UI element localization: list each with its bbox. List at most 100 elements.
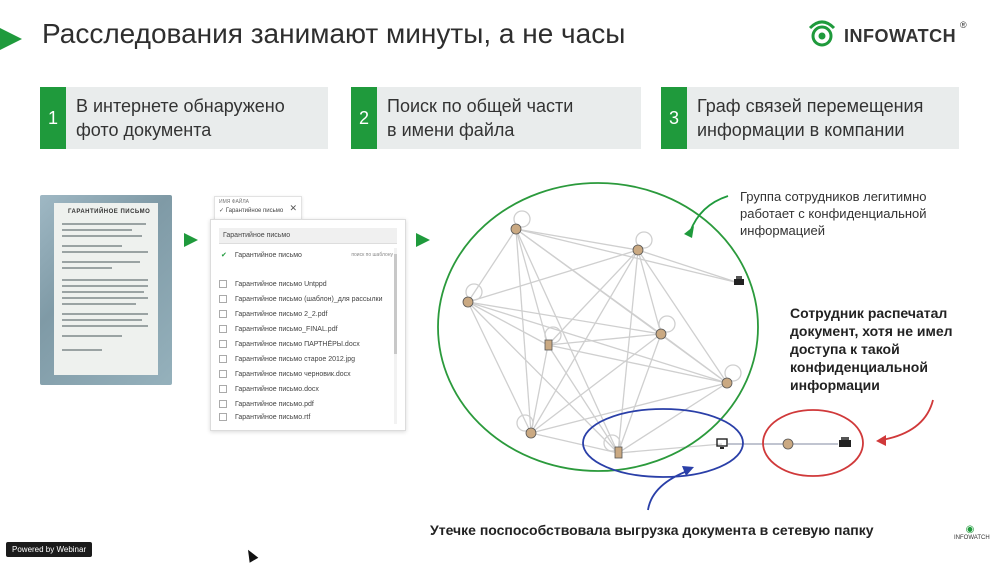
file-name-filter-chip[interactable]: ИМЯ ФАЙЛА ✓ Гарантийное письмо ✕ <box>214 196 302 220</box>
file-search-dropdown: Гарантийное письмо ✔ Гарантийное письмо … <box>210 219 406 431</box>
employee-avatar-icon[interactable] <box>510 223 522 235</box>
step-3-line2: информации в компании <box>697 120 905 140</box>
search-input[interactable]: Гарантийное письмо <box>219 228 397 244</box>
employee-avatar-icon[interactable] <box>632 244 644 256</box>
checkbox[interactable] <box>219 310 227 319</box>
selected-result-hint: поиск по шаблону <box>351 252 393 258</box>
doc-text-line <box>62 325 148 327</box>
callout-line: доступа к такой <box>790 341 900 357</box>
checkbox[interactable] <box>219 400 227 409</box>
checkbox[interactable] <box>219 413 227 422</box>
checkbox[interactable] <box>219 325 227 334</box>
callout-line: конфиденциальной <box>790 359 928 375</box>
list-item[interactable]: Гарантийное письмо.docx <box>219 383 319 397</box>
checkbox[interactable] <box>219 385 227 394</box>
green-pointer-arrow <box>689 195 729 233</box>
callout-line: документ, хотя не имел <box>790 323 953 339</box>
logo-text: INFOWATCH <box>844 26 957 46</box>
employee-avatar-icon[interactable] <box>544 339 553 351</box>
leaked-document-photo: ГАРАНТИЙНОЕ ПИСЬМО <box>40 195 172 385</box>
doc-text-line <box>62 303 136 305</box>
logo-registered-mark: ® <box>960 20 967 30</box>
employee-avatar-icon[interactable] <box>462 296 474 308</box>
infowatch-eye-icon <box>808 20 836 47</box>
doc-text-line <box>62 285 148 287</box>
result-label: Гарантийное письмо старое 2012.jpg <box>235 356 356 363</box>
mini-logo-mark-icon: ◉ <box>965 524 975 535</box>
result-label: Гарантийное письмо.rtf <box>235 414 311 421</box>
list-item[interactable]: Гарантийное письмо.rtf <box>219 411 310 425</box>
checkbox[interactable] <box>219 340 227 349</box>
step-1-text: В интернете обнаружено фото документа <box>76 94 285 142</box>
slide-title: Расследования занимают минуты, а не часы <box>42 18 626 49</box>
monitor-icon[interactable] <box>716 438 728 449</box>
callout-line: информации <box>790 377 880 393</box>
infowatch-logo: INFOWATCH ® <box>804 14 974 54</box>
doc-text-line <box>62 279 148 281</box>
mini-logo-text: INFOWATCH <box>954 535 990 541</box>
blue-arrowhead-icon <box>682 466 694 476</box>
check-icon: ✔ <box>221 252 227 259</box>
selected-result-label: Гарантийное письмо <box>234 252 302 259</box>
employee-avatar-icon[interactable] <box>525 427 537 439</box>
doc-text-line <box>62 229 132 231</box>
checkbox[interactable] <box>219 370 227 379</box>
list-item[interactable]: Гарантийное письмо ПАРТНЁРЫ.docx <box>219 338 360 352</box>
self-loops <box>465 210 742 452</box>
doc-text-line <box>62 251 148 253</box>
printer-icon[interactable] <box>734 276 744 285</box>
list-item[interactable]: Гарантийное письмо.pdf <box>219 398 314 412</box>
step-3-line1: Граф связей перемещения <box>697 96 924 116</box>
scrollbar-thumb[interactable] <box>394 254 397 354</box>
list-item[interactable]: Гарантийное письмо 2_2.pdf <box>219 308 327 322</box>
list-item[interactable]: Гарантийное письмо (шаблон)_для рассылки <box>219 293 383 307</box>
print-ring <box>762 409 864 477</box>
doc-text-line <box>62 245 122 247</box>
doc-text-line <box>62 335 122 337</box>
list-item[interactable]: Гарантийное письмо черновик.docx <box>219 368 351 382</box>
doc-text-line <box>62 313 148 315</box>
employee-avatar-icon[interactable] <box>721 377 733 389</box>
close-icon[interactable]: ✕ <box>289 203 297 213</box>
result-label: Гарантийное письмо.pdf <box>235 401 314 408</box>
graph-edges <box>467 228 740 454</box>
legit-group-callout: Группа сотрудников легитимно работает с … <box>740 188 927 239</box>
scrollbar[interactable] <box>394 248 397 424</box>
callout-line: работает с конфиденциальной <box>740 206 927 221</box>
step-1-line1: В интернете обнаружено <box>76 96 285 116</box>
powered-by-webinar-badge[interactable]: Powered by Webinar <box>6 542 93 557</box>
leak-callout: Утечке поспособствовала выгрузка докумен… <box>430 522 874 538</box>
result-label: Гарантийное письмо_FINAL.pdf <box>235 326 338 333</box>
callout-line: Группа сотрудников легитимно <box>740 189 927 204</box>
filter-value: ✓ Гарантийное письмо <box>219 208 284 214</box>
printed-callout: Сотрудник распечатал документ, хотя не и… <box>790 304 953 394</box>
result-label: Гарантийное письмо ПАРТНЁРЫ.docx <box>235 341 360 348</box>
printer-icon[interactable] <box>839 437 851 447</box>
result-label: Гарантийное письмо.docx <box>235 386 319 393</box>
leak-ring <box>582 408 744 478</box>
checkbox[interactable] <box>219 280 227 289</box>
doc-text-line <box>62 297 148 299</box>
document-paper: ГАРАНТИЙНОЕ ПИСЬМО <box>54 203 158 375</box>
selected-result[interactable]: ✔ Гарантийное письмо поиск по шаблону <box>221 251 397 263</box>
employee-avatar-icon[interactable] <box>655 328 667 340</box>
checkbox[interactable] <box>219 355 227 364</box>
doc-text-line <box>62 235 142 237</box>
list-item[interactable]: Гарантийное письмо старое 2012.jpg <box>219 353 355 367</box>
step-2-line2: в имени файла <box>387 120 515 140</box>
employee-avatar-icon[interactable] <box>614 446 623 459</box>
doc-text-line <box>62 261 140 263</box>
callout-line: информацией <box>740 223 825 238</box>
flow-arrow-icon <box>416 233 430 247</box>
list-item[interactable]: Гарантийное письмо_FINAL.pdf <box>219 323 338 337</box>
list-item[interactable]: Гарантийное письмо Untppd <box>219 278 327 292</box>
checkbox[interactable] <box>219 295 227 304</box>
callout-line: Сотрудник распечатал <box>790 305 948 321</box>
doc-text-line <box>62 291 144 293</box>
title-arrow-icon <box>0 28 22 50</box>
result-label: Гарантийное письмо (шаблон)_для рассылки <box>235 296 383 303</box>
step-2: 2 Поиск по общей части в имени файла <box>351 87 641 149</box>
step-2-line1: Поиск по общей части <box>387 96 574 116</box>
employee-avatar-icon[interactable] <box>782 438 794 450</box>
red-pointer-arrow <box>881 399 934 441</box>
